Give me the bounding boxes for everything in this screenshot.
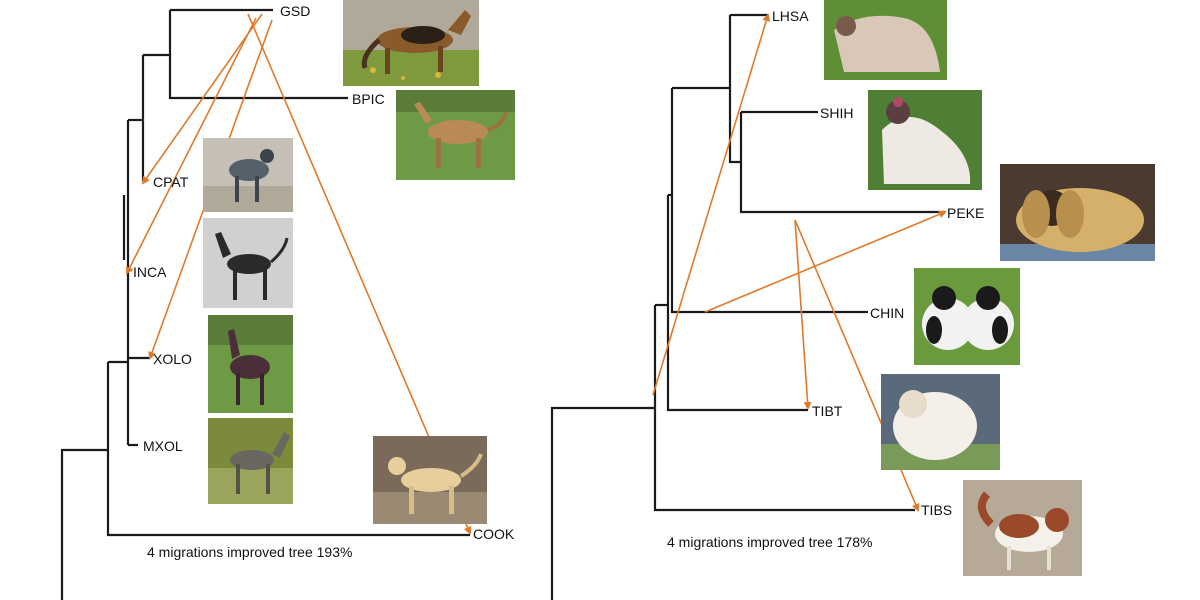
photo-lhsa (824, 0, 947, 80)
photo-shih (868, 90, 982, 190)
leaf-label-cook: COOK (473, 526, 515, 542)
leaf-label-mxol: MXOL (143, 438, 183, 454)
right-caption: 4 migrations improved tree 178% (667, 534, 873, 550)
photo-inca (203, 218, 293, 308)
leaf-label-cpat: CPAT (153, 174, 189, 190)
leaf-label-shih: SHIH (820, 105, 854, 121)
leaf-label-inca: INCA (133, 264, 167, 280)
photo-xolo (208, 315, 293, 413)
leaf-label-peke: PEKE (947, 205, 985, 221)
photo-gsd (343, 0, 479, 86)
photo-chin (914, 268, 1020, 365)
left-caption: 4 migrations improved tree 193% (147, 544, 353, 560)
leaf-label-tibs: TIBS (921, 502, 953, 518)
photo-cook (373, 436, 487, 524)
leaf-label-bpic: BPIC (352, 91, 385, 107)
right-migration-arrows (652, 13, 947, 512)
photo-tibs (963, 480, 1082, 576)
photo-peke (1000, 164, 1155, 261)
photo-tibt (881, 374, 1000, 470)
right-tree-branches (550, 13, 945, 600)
photo-bpic (396, 90, 515, 180)
leaf-label-gsd: GSD (280, 3, 311, 19)
leaf-label-tibt: TIBT (812, 403, 843, 419)
leaf-label-lhsa: LHSA (772, 8, 809, 24)
photo-mxol (208, 418, 293, 504)
leaf-label-xolo: XOLO (153, 351, 192, 367)
leaf-label-chin: CHIN (870, 305, 905, 321)
photo-cpat (203, 138, 293, 212)
